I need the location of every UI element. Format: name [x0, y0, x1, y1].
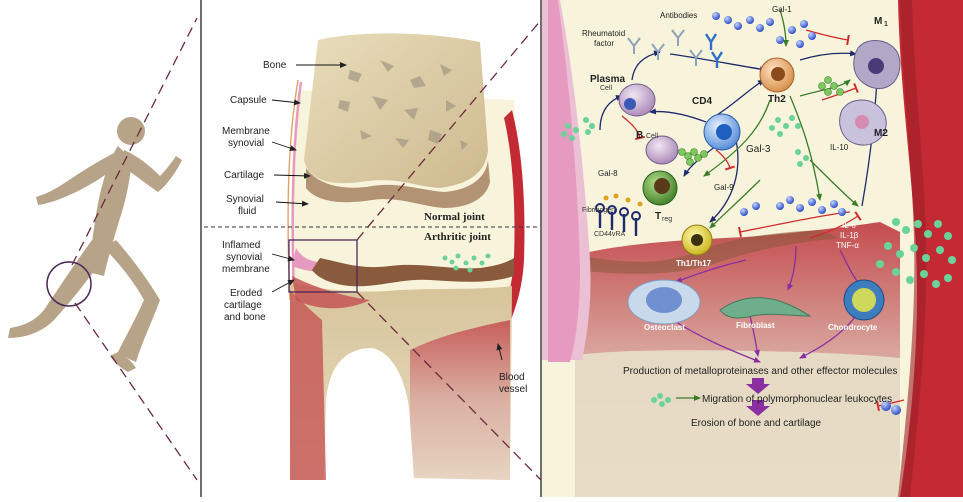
label-chondrocyte: Chondrocyte — [828, 323, 878, 332]
label-capsule: Capsule — [230, 95, 267, 106]
label-m1-sub: 1 — [884, 21, 888, 28]
joint-panel: Bone Capsule Membrane synovial Cartilage… — [204, 19, 542, 481]
label-membrane-1: Membrane — [222, 126, 270, 137]
label-m2: M2 — [874, 128, 888, 139]
label-outcome-2: Migration of polymorphonuclear leukocyte… — [702, 394, 892, 405]
blood-vessel — [486, 110, 525, 360]
zoom-line-upper — [71, 17, 198, 266]
label-fluid-2: fluid — [238, 206, 256, 217]
label-bcell-sub: Cell — [646, 133, 659, 140]
label-vessel-2: vessel — [499, 384, 527, 395]
label-plasma-sub: Cell — [600, 85, 613, 92]
label-cd44: CD44vRA — [594, 231, 625, 238]
label-rf-1: Rheumatoid — [582, 29, 625, 38]
label-il1b: IL-1β — [840, 231, 859, 240]
pmn-icon — [881, 401, 891, 411]
label-arthritic-joint: Arthritic joint — [424, 231, 491, 243]
label-eroded-2: cartilage — [224, 300, 262, 311]
zoom-box — [288, 239, 358, 293]
label-il10: IL-10 — [830, 143, 849, 152]
label-gal9: Gal-9 — [714, 183, 734, 192]
galectin3-icons — [561, 115, 809, 407]
galectin3-cluster-icon — [442, 253, 491, 273]
zoom-line-box-lower — [356, 291, 542, 481]
galectin1-cluster-icon — [712, 12, 816, 48]
galectin3-large-cluster-icon — [876, 218, 956, 288]
label-eroded-3: and bone — [224, 312, 266, 323]
label-membrane-2: synovial — [228, 138, 264, 149]
label-th1: Th1/Th17 — [676, 259, 712, 268]
label-antibodies: Antibodies — [660, 11, 697, 20]
knee-highlight-circle — [46, 261, 92, 307]
label-tnfa: TNF-α — [836, 241, 859, 250]
label-gal8: Gal-8 — [598, 169, 618, 178]
runner-panel — [8, 17, 198, 481]
label-vessel-1: Blood — [499, 372, 525, 383]
label-rf-2: factor — [594, 39, 614, 48]
label-gal3: Gal-3 — [746, 144, 771, 155]
zoom-line-lower — [74, 302, 198, 481]
bone-trabecular-texture — [338, 60, 468, 150]
label-fibroblast: Fibroblast — [736, 321, 775, 330]
label-normal-joint: Normal joint — [424, 211, 485, 223]
mechanism-panel: Antibodies Gal-1 Rheumatoid factor Plasm… — [542, 0, 963, 497]
label-inflamed-1: Inflamed — [222, 240, 260, 251]
label-outcome-1: Production of metalloproteinases and oth… — [623, 366, 897, 377]
label-cd4: CD4 — [692, 96, 712, 107]
femur-bone — [304, 33, 488, 188]
galectin-cluster-middle-icon — [740, 196, 846, 216]
label-cartilage: Cartilage — [224, 170, 264, 181]
label-m1: M — [874, 16, 882, 27]
b-cell-icon — [645, 135, 679, 165]
eroded-cartilage — [312, 258, 514, 287]
label-fibrinogen: Fibrinogen — [582, 207, 615, 214]
label-eroded-1: Eroded — [230, 288, 262, 299]
cartilage-normal — [306, 160, 490, 208]
label-bone: Bone — [263, 60, 287, 71]
flow-arrow-2-icon — [746, 400, 770, 416]
label-inflamed-2: synovial — [226, 252, 262, 263]
label-bcell: B — [636, 130, 643, 141]
fibroblast-icon — [719, 297, 812, 319]
label-treg: T — [655, 211, 661, 222]
label-gal1: Gal-1 — [772, 5, 792, 14]
label-plasma: Plasma — [590, 74, 625, 85]
gal9-icon — [678, 148, 708, 166]
label-outcome-3: Erosion of bone and cartilage — [691, 418, 822, 429]
label-il6: IL-6 — [842, 221, 856, 230]
label-th2: Th2 — [768, 94, 786, 105]
antibody-icons — [627, 29, 703, 66]
tibia-inflamed-region — [410, 320, 510, 480]
label-treg-sub: reg — [662, 216, 672, 223]
label-inflamed-3: membrane — [222, 264, 270, 275]
runner-figure-icon — [8, 117, 182, 372]
bone-layer — [575, 350, 900, 497]
label-osteoclast: Osteoclast — [644, 323, 685, 332]
flow-arrow-1-icon — [746, 378, 770, 394]
gal8-cd44-icons — [595, 193, 643, 236]
plasma-cell-icon — [618, 83, 656, 117]
label-fluid-1: Synovial — [226, 194, 264, 205]
